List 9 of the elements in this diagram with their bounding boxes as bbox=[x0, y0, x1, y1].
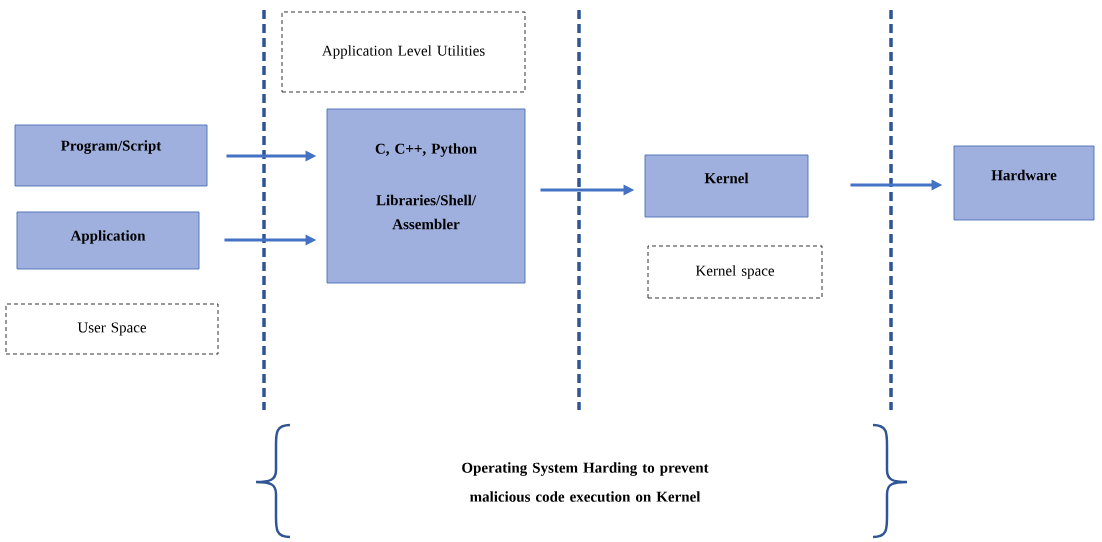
label-box: Application Level Utilities bbox=[281, 11, 526, 93]
process-box: Hardware bbox=[953, 145, 1095, 221]
label-box: User Space bbox=[5, 303, 219, 355]
process-box: Kernel bbox=[644, 154, 809, 218]
process-box: C, C++, Python Libraries/Shell/ Assembler bbox=[326, 108, 526, 284]
process-box: Program/Script bbox=[14, 124, 208, 187]
label-box: Kernel space bbox=[647, 245, 823, 299]
note-text: Operating System Harding to prevent malicious code execution on Kernel bbox=[462, 462, 709, 502]
process-box: Application bbox=[16, 211, 200, 270]
